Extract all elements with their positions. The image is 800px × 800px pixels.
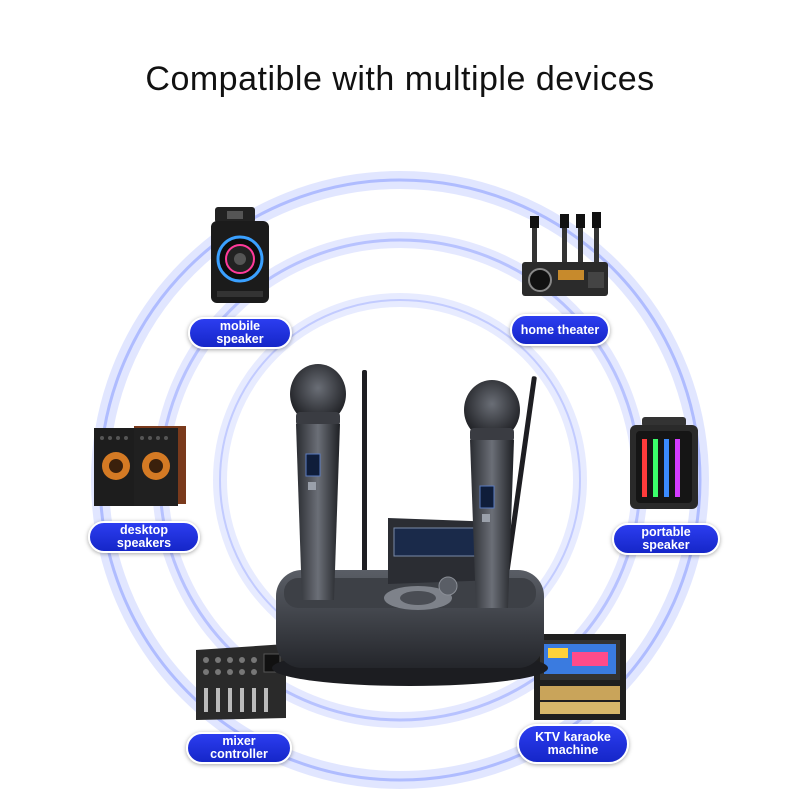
label-mobile-speaker: mobile speaker xyxy=(188,317,292,349)
microphone-receiver-image xyxy=(272,364,548,686)
page-title: Compatible with multiple devices xyxy=(145,60,655,98)
portable-speaker-icon xyxy=(630,417,698,509)
home-theater-icon xyxy=(522,212,608,296)
desktop-speakers-icon xyxy=(94,426,186,506)
karaoke-machine-icon xyxy=(534,634,626,720)
label-desktop-speakers: desktop speakers xyxy=(88,521,200,553)
label-mixer-controller: mixer controller xyxy=(186,732,292,764)
label-home-theater: home theater xyxy=(510,314,610,346)
label-karaoke-machine: KTV karaoke machine xyxy=(517,724,629,764)
mobile-speaker-icon xyxy=(211,207,269,303)
label-portable-speaker: portable speaker xyxy=(612,523,720,555)
